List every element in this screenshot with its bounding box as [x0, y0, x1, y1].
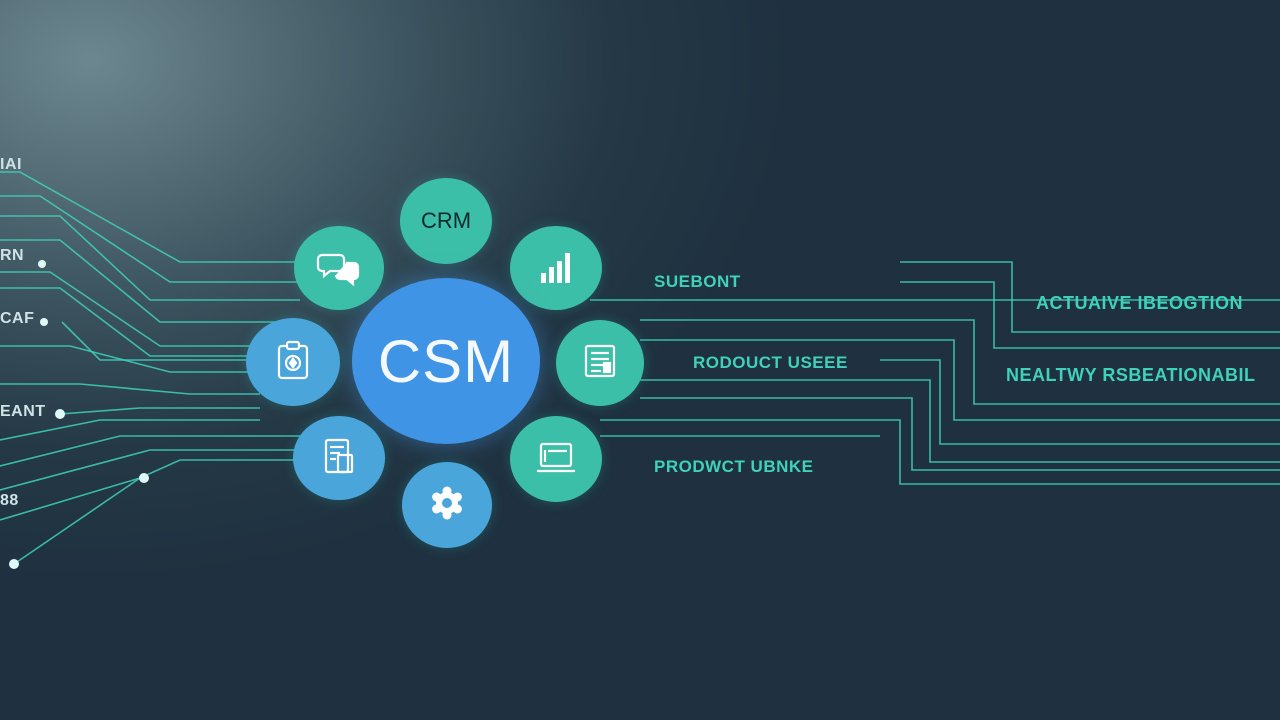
csm-hub: CSM	[352, 278, 540, 444]
crm-node: CRM	[400, 178, 492, 264]
wire-right	[900, 281, 1280, 349]
chat-node	[294, 226, 384, 310]
product-usage-label-bottom: PRODWCT UBNKE	[654, 457, 814, 476]
wire-right	[900, 261, 1280, 333]
chart-node	[510, 226, 602, 310]
wire-left	[0, 195, 300, 283]
document-icon	[577, 338, 623, 388]
wire-left	[0, 345, 260, 373]
csm-label: CSM	[377, 327, 515, 395]
healthy-relationships-label: NEALTWY RSBEATIONABIL	[1006, 365, 1256, 385]
actionable-insights-label: ACTUAIVE IBEOGTION	[1036, 293, 1244, 313]
wire-node-dot	[38, 260, 46, 268]
wire-left	[59, 407, 260, 415]
wire-left	[0, 419, 260, 441]
wire-right	[640, 319, 1280, 405]
chat-bubbles-icon	[316, 243, 362, 293]
wire-left	[0, 435, 300, 467]
wire-left	[0, 171, 300, 263]
wire-right	[880, 359, 1280, 445]
bar-chart-icon	[533, 243, 579, 293]
wire-right	[640, 339, 1280, 421]
laptop-icon	[533, 434, 579, 484]
left-label-4: EANT	[0, 403, 46, 420]
wire-left	[0, 271, 260, 347]
wire-right	[640, 379, 1280, 463]
gear-node	[402, 462, 492, 548]
wire-left	[0, 459, 300, 521]
wire-left	[0, 215, 300, 301]
files-node	[293, 416, 385, 500]
laptop-node	[510, 416, 602, 502]
left-label-1: IAI	[0, 156, 22, 173]
wire-left	[0, 383, 260, 395]
wire-left	[13, 477, 141, 565]
wire-right	[600, 419, 1280, 485]
clipboard-icon	[270, 337, 316, 387]
wire-node-dot	[40, 318, 48, 326]
wire-left	[61, 321, 250, 361]
wire-node-dot	[139, 473, 149, 483]
document-node	[556, 320, 644, 406]
clipboard-node	[246, 318, 340, 406]
wire-node-dot	[9, 559, 19, 569]
crm-label: CRM	[420, 208, 472, 233]
left-label-3: CAF	[0, 310, 35, 327]
product-usage-label-top: RODOUCT USEEE	[693, 353, 848, 372]
wire-left	[0, 239, 300, 323]
gear-icon	[424, 480, 470, 530]
wire-left	[0, 287, 260, 357]
wire-node-dot	[55, 409, 65, 419]
left-label-5: 88	[0, 492, 19, 509]
left-label-2: RN	[0, 247, 25, 264]
wire-right	[640, 397, 1280, 471]
file-list-icon	[316, 433, 362, 483]
wire-left	[0, 449, 300, 491]
support-label: SUEBONT	[654, 272, 741, 291]
